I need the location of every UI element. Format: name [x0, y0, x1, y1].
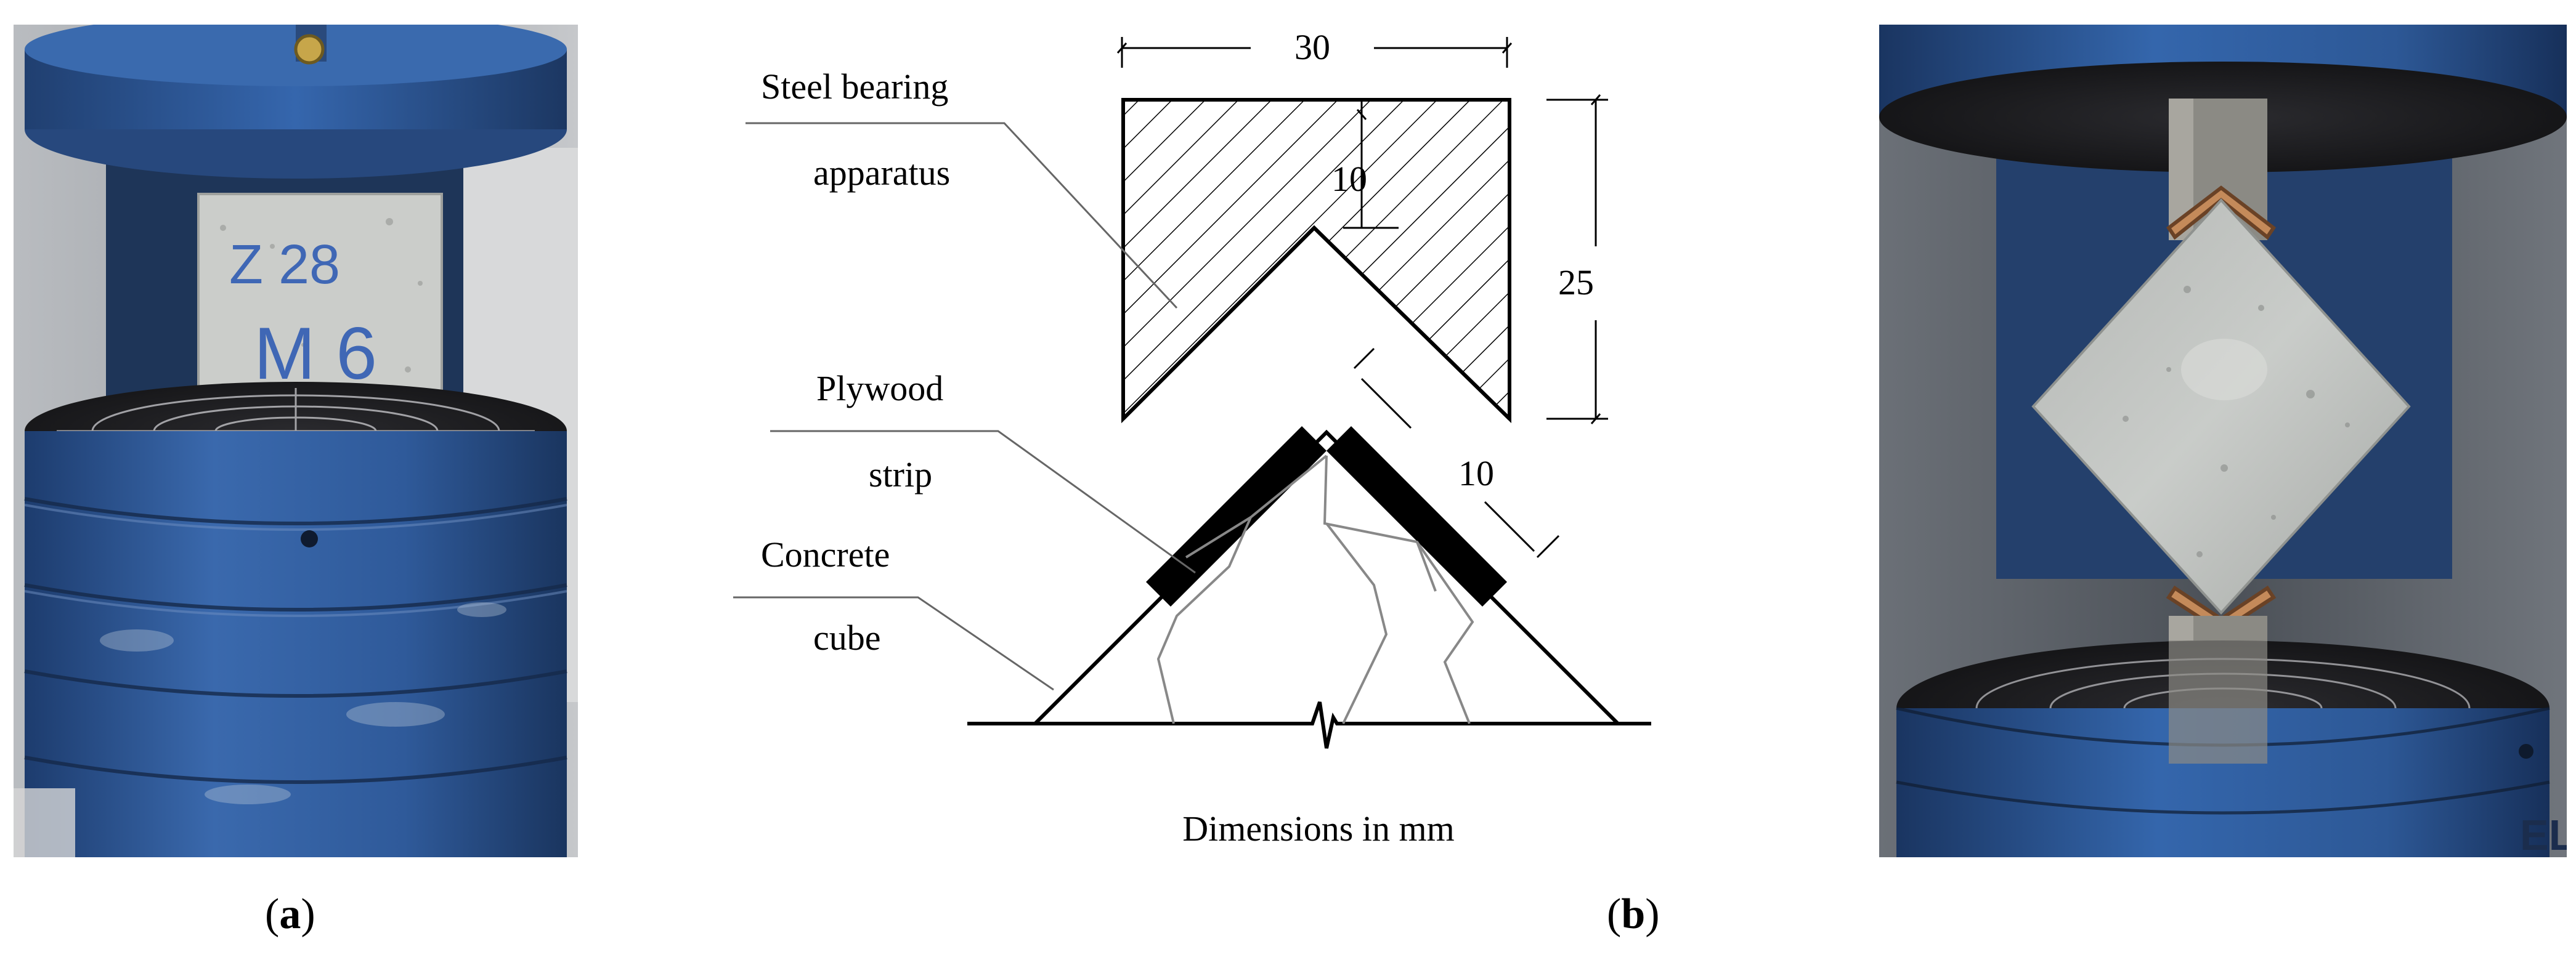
caption-a: (a) [265, 890, 315, 939]
dimension-strip-length-label: 10 [1458, 453, 1494, 493]
caption-b: (b) [1607, 890, 1660, 939]
rotated-concrete-cube [2031, 198, 2411, 615]
dimension-strip-length [1353, 347, 1560, 559]
label-plywood-line2: strip [869, 454, 932, 495]
caption-b-close: ) [1645, 890, 1660, 938]
photo-c-illustration: ELE [1879, 25, 2567, 857]
photo-a-illustration: Z 28 M 6 [14, 25, 578, 857]
caption-b-open: ( [1607, 890, 1622, 938]
dimension-height [1546, 94, 1608, 424]
dimension-notch-depth [1343, 100, 1399, 229]
label-steel-bearing-line2: apparatus [813, 153, 950, 193]
machine-label: ELE [2520, 811, 2567, 857]
dimensions-note: Dimensions in mm [1182, 809, 1454, 849]
label-concrete-line1: Concrete [761, 535, 890, 575]
photo-rotated-cube-test: ELE [1879, 25, 2567, 857]
cube-marking-bottom: M 6 [254, 312, 377, 395]
caption-a-open: ( [265, 890, 280, 938]
dimension-height-label: 25 [1558, 262, 1594, 302]
dimension-width [1116, 37, 1513, 68]
steel-bearing-apparatus [1121, 98, 1511, 424]
caption-b-letter: b [1621, 890, 1646, 938]
caption-a-letter: a [279, 890, 301, 938]
label-plywood-line1: Plywood [816, 368, 943, 408]
crack-lines [1156, 454, 1474, 724]
label-steel-bearing-line1: Steel bearing [761, 67, 948, 107]
plywood-strip-right [1327, 426, 1507, 607]
cube-marking-top: Z 28 [229, 234, 340, 296]
concrete-cube-outline [1033, 429, 1620, 725]
ground-line [967, 701, 1651, 749]
dimension-width-label: 30 [1294, 27, 1330, 67]
label-concrete-line2: cube [813, 618, 881, 658]
dimension-notch-depth-label: 10 [1331, 159, 1367, 199]
photo-cube-test-setup: Z 28 M 6 [14, 25, 578, 857]
caption-a-close: ) [301, 890, 315, 938]
diagram-splitting-test-schematic: 30 10 25 10 [733, 27, 1651, 849]
plywood-strip-left [1146, 426, 1327, 607]
label-leader-lines [733, 122, 1196, 691]
